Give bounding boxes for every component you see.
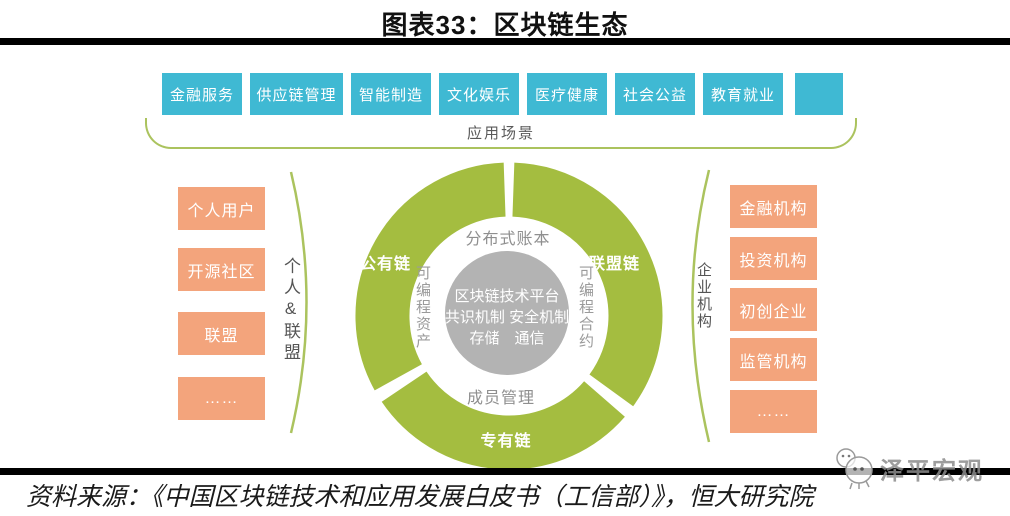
scenario-box: 教育就业	[703, 73, 783, 115]
left-box-ellipsis: ……	[178, 377, 265, 420]
ring-label-public-chain: 公有链	[360, 256, 412, 273]
core-line-platform: 区块链技术平台	[454, 288, 560, 305]
core-line-storage-comms: 存储 通信	[469, 330, 545, 347]
right-box-ellipsis: ……	[730, 390, 817, 433]
left-box-alliance: 联盟	[178, 312, 265, 355]
left-bracket-curve	[289, 171, 308, 434]
top-divider	[0, 38, 1010, 45]
core-circle	[445, 251, 569, 375]
scenario-box-empty	[795, 73, 843, 115]
left-bracket-label: 个人&联盟	[281, 257, 300, 364]
scenario-box: 医疗健康	[527, 73, 607, 115]
right-box-investment-institutions: 投资机构	[730, 237, 817, 280]
right-bracket-label: 企业机构	[695, 262, 712, 330]
ring-inner-label-distributed-ledger: 分布式账本	[465, 231, 551, 248]
ring-segment-consortium	[511, 162, 663, 407]
ring-inner-label-programmable-contracts: 可编程合约	[577, 265, 594, 350]
application-scenarios-label: 应用场景	[466, 125, 535, 142]
ring-inner-label-programmable-assets: 可编程资产	[414, 265, 431, 350]
bottom-divider	[0, 468, 1010, 475]
scenario-box: 文化娱乐	[439, 73, 519, 115]
mascot-logo-icon	[836, 448, 873, 490]
right-box-startups: 初创企业	[730, 288, 817, 331]
scenario-box: 智能制造	[351, 73, 431, 115]
ring-label-private-chain: 专有链	[480, 433, 532, 450]
right-box-regulators: 监管机构	[730, 338, 817, 381]
scenario-box: 供应链管理	[250, 73, 343, 115]
watermark-text: 泽平宏观	[880, 457, 984, 485]
figure-title: 图表33：区块链生态	[381, 10, 629, 40]
ring-label-consortium-chain: 联盟链	[589, 256, 641, 273]
ring-segment-private	[381, 370, 625, 470]
ring-segment-public	[355, 162, 507, 391]
core-line-mechanisms: 共识机制 安全机制	[444, 309, 570, 326]
right-box-financial-institutions: 金融机构	[730, 185, 817, 228]
left-box-open-source-community: 开源社区	[178, 248, 265, 291]
scenario-box: 社会公益	[615, 73, 695, 115]
left-box-individual-users: 个人用户	[178, 187, 265, 230]
right-bracket-curve	[691, 169, 711, 443]
source-note: 资料来源：《中国区块链技术和应用发展白皮书（工信部）》，恒大研究院	[26, 484, 814, 511]
scenario-box: 金融服务	[162, 73, 242, 115]
ring-inner-label-member-management: 成员管理	[466, 390, 536, 407]
watermark: 泽平宏观	[828, 445, 984, 491]
core-platform-text: 区块链技术平台 共识机制 安全机制 存储 通信	[432, 286, 582, 349]
